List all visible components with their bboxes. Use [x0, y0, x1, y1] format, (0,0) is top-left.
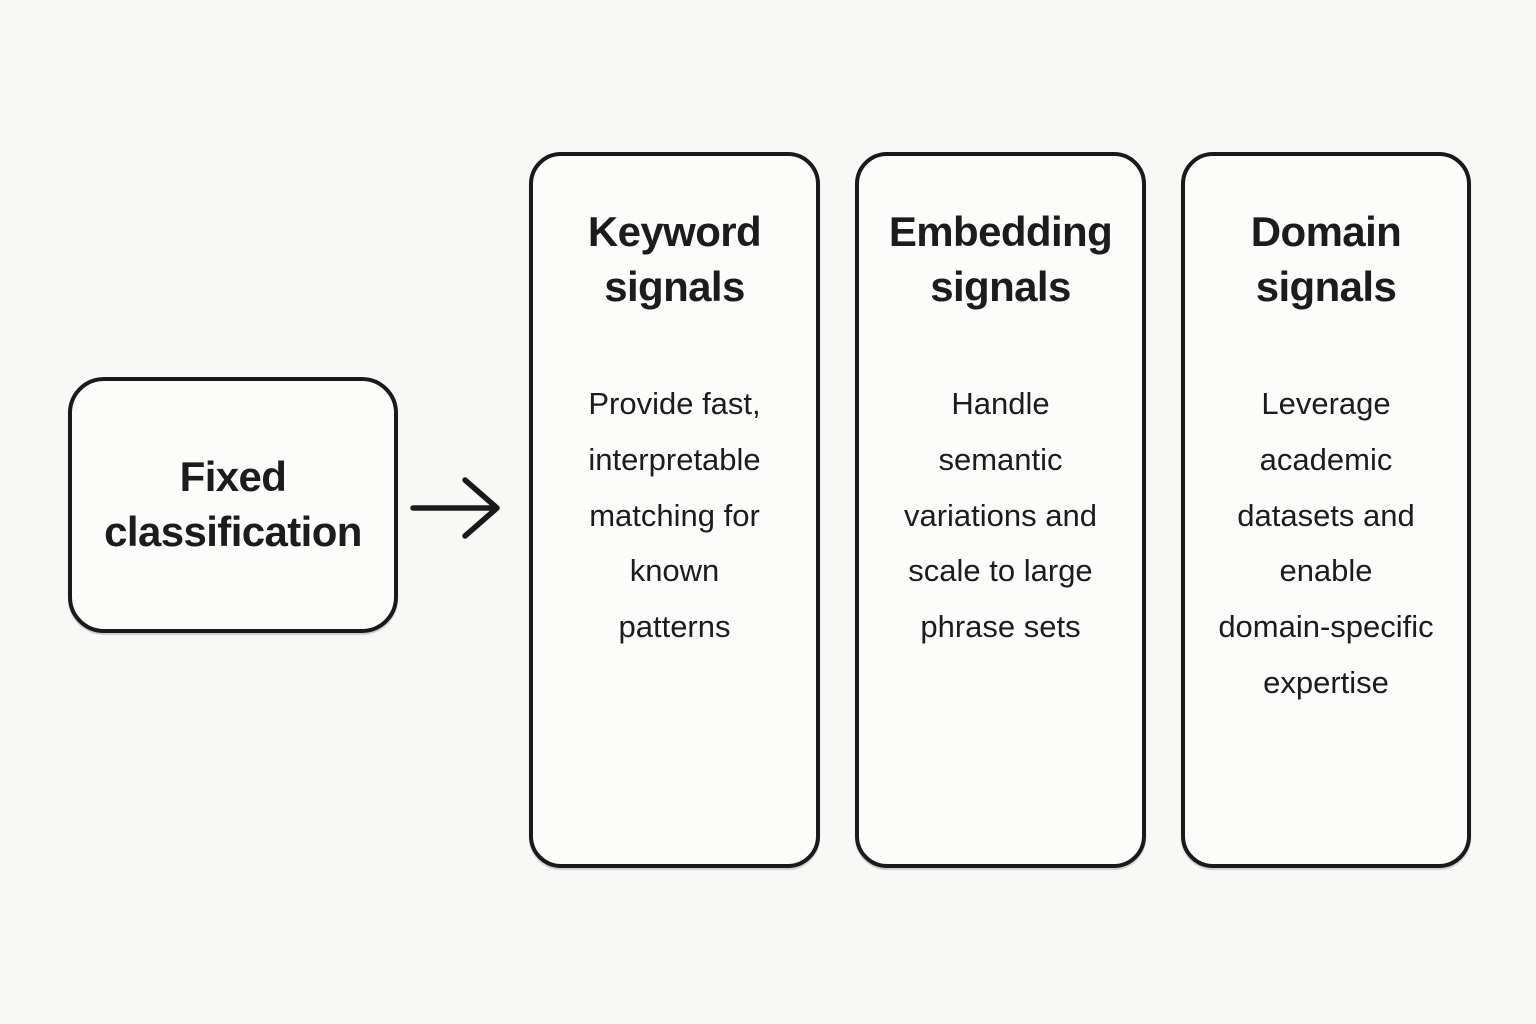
fixed-classification-label: Fixed classification [104, 453, 362, 555]
right-arrow-icon [410, 477, 500, 539]
domain-signals-title: Domain signals [1250, 208, 1402, 311]
domain-signals-description: Leverage academic datasets and enable do… [1218, 386, 1434, 701]
keyword-signals-description: Provide fast, interpretable matching for… [588, 386, 761, 645]
domain-signals-card: Domain signals Leverage academic dataset… [1181, 152, 1471, 868]
keyword-signals-card: Keyword signals Provide fast, interpreta… [529, 152, 820, 868]
embedding-signals-card: Embedding signals Handle semantic variat… [855, 152, 1146, 868]
fixed-classification-node: Fixed classification [68, 377, 398, 633]
keyword-signals-title: Keyword signals [587, 208, 762, 311]
embedding-signals-description: Handle semantic variations and scale to … [903, 386, 1097, 645]
embedding-signals-title: Embedding signals [888, 208, 1113, 311]
